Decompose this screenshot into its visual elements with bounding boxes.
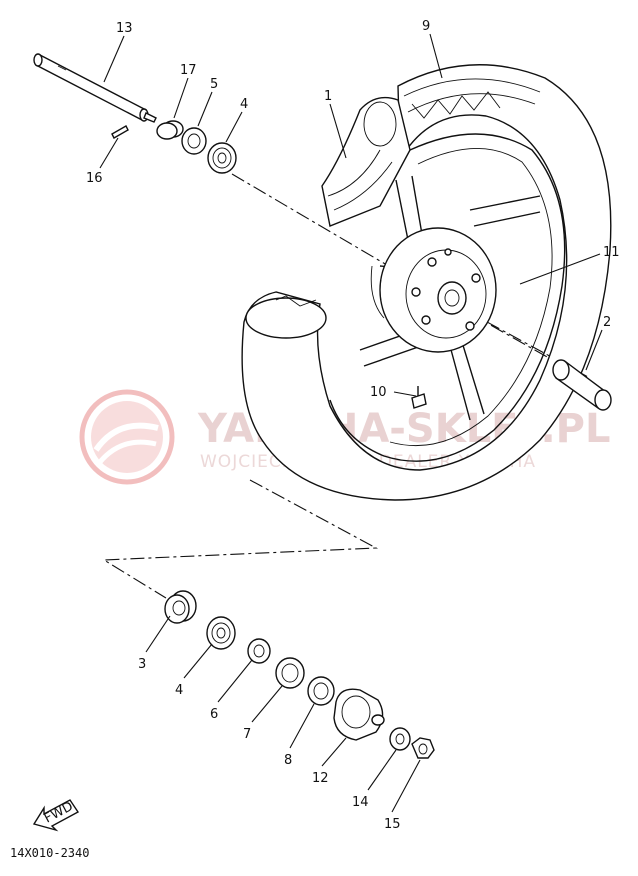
part-label-14: 14: [352, 795, 369, 810]
part-label-8: 8: [284, 753, 292, 768]
wheel-assembly: [241, 64, 612, 501]
lower-collar-part: [164, 590, 197, 624]
ring-part: [307, 676, 335, 706]
part-label-7: 7: [243, 727, 251, 742]
part-label-9: 9: [422, 19, 430, 34]
bearing-upper-part: [207, 142, 237, 174]
part-label-17: 17: [180, 63, 197, 78]
forward-direction-arrow-icon: FWD: [32, 799, 80, 832]
oil-seal-part: [181, 127, 207, 155]
hub: [379, 227, 497, 353]
tube-part: [321, 96, 411, 227]
lower-oil-seal-part: [275, 657, 305, 689]
part-label-12: 12: [312, 771, 329, 786]
washer-part: [247, 638, 271, 664]
drawing-code: 14X010-2340: [10, 846, 89, 860]
valve-part: [411, 393, 427, 409]
part-label-4-upper: 4: [240, 97, 248, 112]
axle-part: [33, 53, 157, 123]
part-label-4-lower: 4: [175, 683, 183, 698]
cotter-pin-part: [111, 125, 129, 139]
nut-part: [411, 737, 435, 759]
part-label-3: 3: [138, 657, 146, 672]
spacer-part: [552, 359, 612, 411]
part-label-1: 1: [324, 89, 332, 104]
watermark-logo: [79, 389, 175, 485]
part-label-15: 15: [384, 817, 401, 832]
part-label-2: 2: [603, 315, 611, 330]
collar-part: [156, 120, 184, 140]
lower-centerline: [102, 479, 379, 599]
bearing-lower-part: [206, 616, 236, 650]
part-label-11: 11: [603, 245, 620, 260]
part-label-13: 13: [116, 21, 133, 36]
part-number-labels: 1 2 3 4 4 5 6 7 8 9 10 11 12 13 14 15 16…: [86, 19, 620, 832]
plain-washer-part: [389, 727, 411, 751]
part-label-10: 10: [370, 385, 387, 400]
part-label-5: 5: [210, 77, 218, 92]
leader-lines: [99, 33, 603, 813]
part-label-16: 16: [86, 171, 103, 186]
part-label-6: 6: [210, 707, 218, 722]
gear-unit-part: [333, 688, 385, 741]
